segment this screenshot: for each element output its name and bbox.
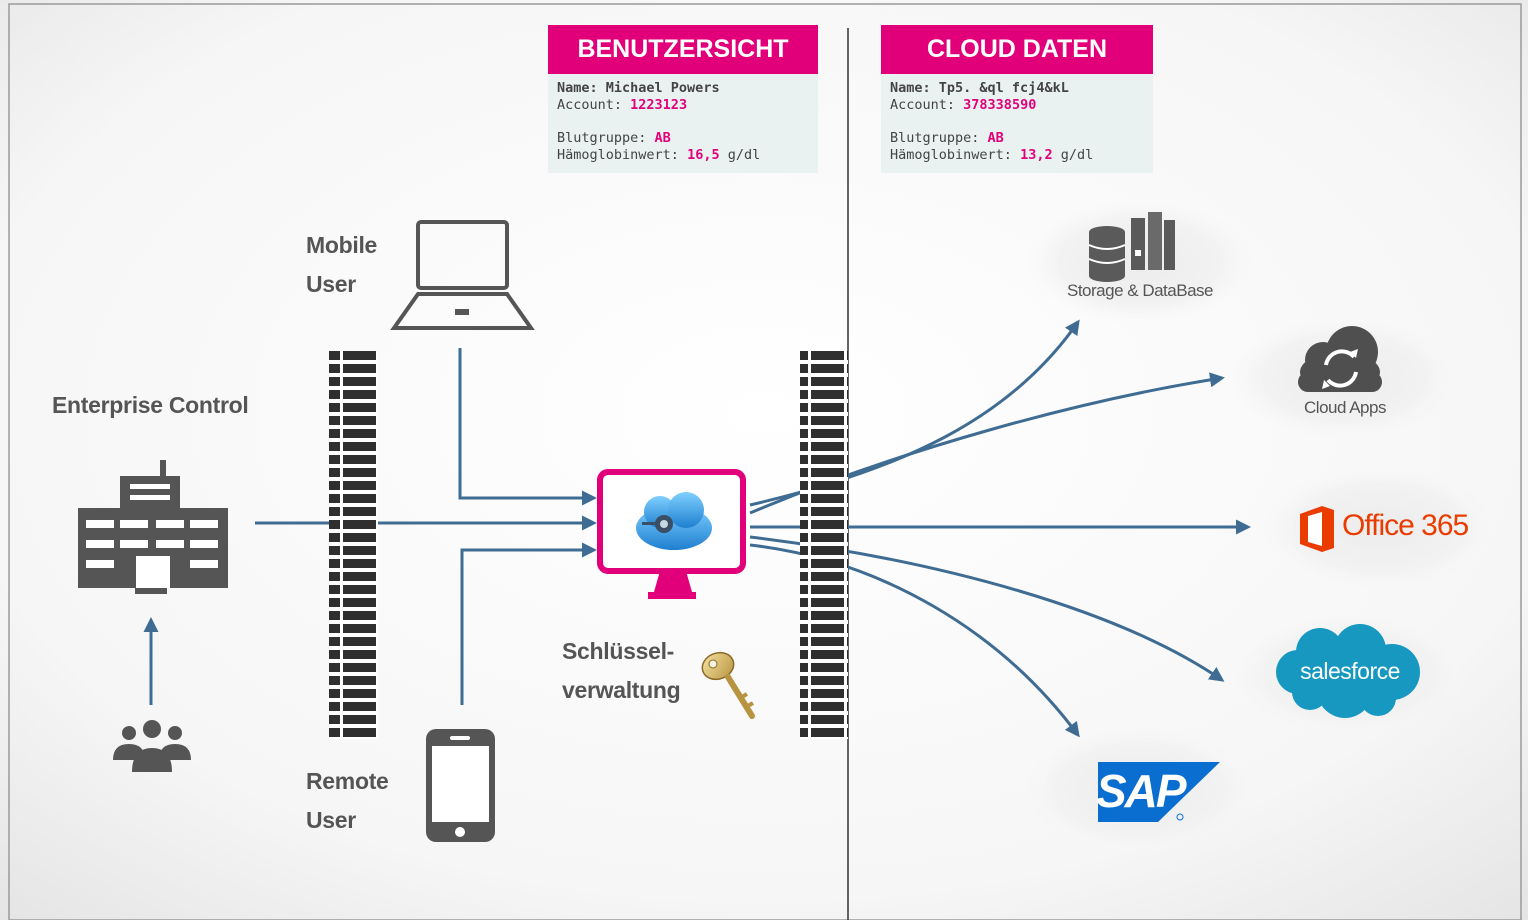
remote-arrow <box>460 542 597 705</box>
cloud-account-row: Account: 378338590 <box>890 97 1153 114</box>
office-365-label: Office 365 <box>1342 509 1469 542</box>
building-icon <box>78 460 228 594</box>
user-hb-value: 16,5 <box>687 147 720 163</box>
storage-database-label: Storage & DataBase <box>1067 281 1213 300</box>
cloud-name-value: Tp5. &ql fcj4&kL <box>938 80 1069 96</box>
encryption-cloud-icon <box>636 492 712 550</box>
phone-icon <box>426 729 495 842</box>
sap-logo-icon <box>1098 762 1220 822</box>
cloud-blood-value: AB <box>987 130 1004 146</box>
firewall-right <box>800 351 848 739</box>
mobile-arrow <box>458 348 597 506</box>
cloud-name-row: Name: Tp5. &ql fcj4&kL <box>890 80 1153 97</box>
sap-label: SAP <box>1096 765 1187 817</box>
cloud-hb-value: 13,2 <box>1020 147 1053 163</box>
laptop-icon <box>390 220 535 330</box>
user-hb-label: Hämoglobinwert: <box>557 147 679 163</box>
user-account-row: Account: 1223123 <box>557 97 818 114</box>
database-storage-icon <box>1088 212 1175 282</box>
cloud-hb-unit: g/dl <box>1060 147 1094 163</box>
firewall-left <box>329 351 378 739</box>
key-management-label-line2: verwaltung <box>562 677 681 703</box>
user-blood-value: AB <box>654 130 671 146</box>
users-group-icon <box>113 720 191 772</box>
enterprise-control-label: Enterprise Control <box>52 392 249 418</box>
user-blood-label: Blutgruppe: <box>557 130 647 146</box>
office-logo-icon <box>1300 506 1334 552</box>
cloud-apps-label: Cloud Apps <box>1304 398 1386 417</box>
remote-user-label-line1: Remote <box>306 768 389 794</box>
user-account-label: Account: <box>557 97 623 113</box>
user-name-label: Name: <box>557 80 598 96</box>
cloud-name-label: Name: <box>890 80 931 96</box>
cloud-blood-row: Blutgruppe: AB <box>890 130 1153 147</box>
header-user-view: BENUTZERSICHT <box>548 25 818 74</box>
user-name-row: Name: Michael Powers <box>557 80 818 97</box>
salesforce-label: salesforce <box>1300 658 1400 684</box>
cloud-blood-label: Blutgruppe: <box>890 130 980 146</box>
cloud-account-value: 378338590 <box>963 97 1037 113</box>
mobile-user-label-line1: Mobile <box>306 232 378 258</box>
mobile-user-label-line2: User <box>306 271 356 297</box>
header-cloud-data: CLOUD DATEN <box>881 25 1153 74</box>
key-management-label-line1: Schlüssel- <box>562 638 675 664</box>
salesforce-logo-icon <box>1276 624 1420 718</box>
cloud-hb-label: Hämoglobinwert: <box>890 147 1012 163</box>
user-account-value: 1223123 <box>630 97 688 113</box>
cloud-hb-row: Hämoglobinwert: 13,2 g/dl <box>890 147 1153 164</box>
user-name-value: Michael Powers <box>605 80 720 96</box>
cloud-record-card: Name: Tp5. &ql fcj4&kL Account: 37833859… <box>881 74 1153 173</box>
frame <box>8 3 1522 920</box>
input-arrows <box>143 348 597 705</box>
cloud-account-label: Account: <box>890 97 956 113</box>
user-record-card: Name: Michael Powers Account: 1223123 Bl… <box>548 74 818 173</box>
encryption-monitor-icon <box>597 469 746 599</box>
user-blood-row: Blutgruppe: AB <box>557 130 818 147</box>
cloud-apps-icon <box>1298 326 1382 392</box>
key-icon <box>701 651 755 719</box>
remote-user-label-line2: User <box>306 807 356 833</box>
office-cloud-bg <box>1260 466 1500 590</box>
user-hb-unit: g/dl <box>727 147 761 163</box>
user-hb-row: Hämoglobinwert: 16,5 g/dl <box>557 147 818 164</box>
